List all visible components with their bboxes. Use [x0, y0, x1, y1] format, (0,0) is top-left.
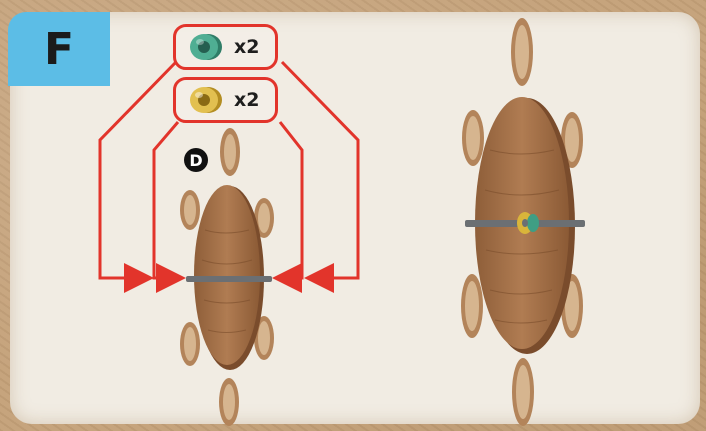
- right-assembly: [461, 18, 585, 426]
- right-disc-top: [511, 18, 533, 86]
- left-wooden-base: [194, 185, 260, 365]
- left-disc-top: [220, 128, 240, 176]
- left-disc-lower-left: [180, 322, 200, 366]
- arrow-green-right: [282, 62, 358, 278]
- left-assembly: [180, 128, 274, 426]
- arrow-green-left: [100, 62, 176, 278]
- left-disc-upper-left: [180, 190, 200, 230]
- left-axle: [186, 276, 272, 282]
- part-label-badge: D: [184, 148, 208, 172]
- right-disc-bottom: [512, 358, 534, 426]
- left-disc-bottom: [219, 378, 239, 426]
- arrow-yellow-left: [154, 122, 180, 278]
- right-disc-upper-left: [462, 110, 484, 166]
- right-disc-lower-left: [461, 274, 483, 338]
- arrow-yellow-right: [278, 122, 302, 278]
- right-green-ring: [527, 214, 539, 232]
